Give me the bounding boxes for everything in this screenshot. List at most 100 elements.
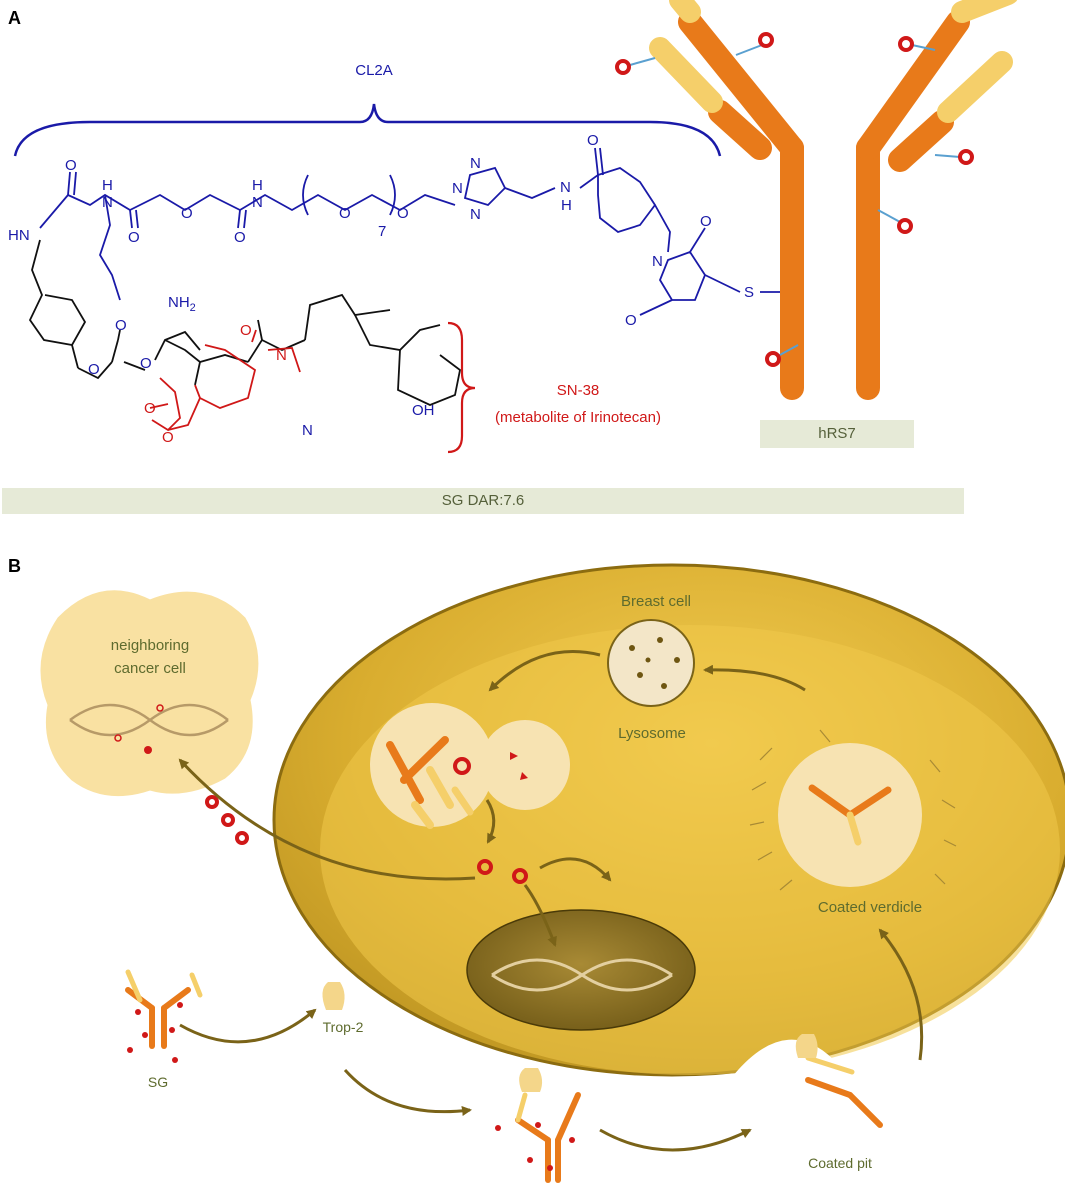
sn38-payload-icon <box>897 218 913 234</box>
atom-label: O <box>128 229 140 246</box>
sn38-bracket <box>447 321 476 454</box>
neighbor-cell-label-1: neighboring <box>111 637 189 654</box>
arrow <box>599 1128 752 1152</box>
endosome <box>370 703 494 827</box>
atom-label: O <box>162 429 174 446</box>
antibody-payloads <box>615 32 974 367</box>
panel-a: CL2A <box>8 0 1018 454</box>
vesicle-antibody-icon <box>808 784 892 846</box>
sg-antibody-icon <box>125 969 203 1049</box>
hrs7-label: hRS7 <box>760 420 914 448</box>
light-chain-variable <box>649 37 723 113</box>
sn38-payload-icon <box>453 757 471 775</box>
atom-label: O <box>144 400 156 417</box>
panel-b: neighboring cancer cell Breast cell Lyso… <box>40 563 1065 1183</box>
irinotecan-label: (metabolite of Irinotecan) <box>495 409 661 426</box>
atom-label: O <box>587 132 599 149</box>
pab-spacer-structure <box>28 239 461 406</box>
light-chain-variable <box>669 0 701 23</box>
atom-label: O <box>397 205 409 222</box>
sg-dar-bar: SG DAR:7.6 <box>2 488 964 514</box>
trop2-receptor-icon <box>519 1068 543 1092</box>
sn38-payload-icon <box>898 36 914 52</box>
coated-vesicle-label: Coated verdicle <box>818 899 922 916</box>
breast-cell-label: Breast cell <box>621 593 691 610</box>
vesicle-coat-strokes <box>749 729 957 891</box>
pathway-arrows <box>178 650 924 1152</box>
arrow <box>178 758 476 881</box>
bound-payloads <box>495 1122 575 1171</box>
sn38-payload-icon <box>205 795 219 809</box>
atom-label: N <box>302 422 313 439</box>
atom-label: O <box>339 205 351 222</box>
arrow <box>179 1008 317 1044</box>
atom-label: N <box>276 347 287 364</box>
atom-label: H <box>102 177 113 194</box>
cl2a-label: CL2A <box>355 62 393 79</box>
light-chain-constant <box>708 100 772 160</box>
sn38-payload-icon <box>765 351 781 367</box>
hrs7-antibody <box>649 0 1018 400</box>
degraded-antibody-icon <box>386 736 474 829</box>
lysosome-contents <box>629 637 680 689</box>
pit-antibody-icon <box>805 1055 883 1128</box>
atom-label: O <box>115 317 127 334</box>
sn38-payload-icon <box>958 149 974 165</box>
sn38-payload-icon <box>758 32 774 48</box>
heavy-chain-arm <box>856 10 970 160</box>
atom-label: O <box>625 312 637 329</box>
sn38-atom-labels-blue: N OH <box>302 402 435 439</box>
bound-antibody-icon <box>515 1092 581 1183</box>
sg-payloads <box>127 1002 183 1063</box>
cl2a-brace <box>13 103 722 157</box>
coated-pit-label: Coated pit <box>808 1155 872 1171</box>
light-chain-constant <box>888 110 954 172</box>
atom-label: O <box>88 361 100 378</box>
atom-label: NH2 <box>168 294 196 314</box>
panel-a-letter: A <box>8 8 21 28</box>
arrow <box>488 650 601 692</box>
atom-label: S <box>744 284 754 301</box>
atom-label: N <box>560 179 571 196</box>
arrow <box>343 1068 472 1116</box>
atom-label: O <box>240 322 252 339</box>
atom-label: O <box>65 157 77 174</box>
arrow <box>878 928 924 1061</box>
heavy-chain-arm <box>678 10 804 160</box>
trop2-receptor-icon <box>322 982 345 1010</box>
atom-label: N <box>102 194 113 211</box>
sn38-payload-icon <box>144 746 152 754</box>
arrow <box>523 884 557 947</box>
lysosome <box>607 619 695 707</box>
atom-label: OH <box>412 402 435 419</box>
sn38-atom-labels: O O O N <box>144 322 287 446</box>
cl2a-linker-structure <box>39 147 790 316</box>
neighbor-dna-icon <box>69 703 229 737</box>
atom-label: N <box>252 194 263 211</box>
atom-label: N <box>470 155 481 172</box>
linker-atom-labels: O H N O O H N O O 7 O N N N O N H O N O … <box>8 132 754 378</box>
atom-label: 7 <box>378 223 386 240</box>
sn38-payload-icon <box>235 831 249 845</box>
atom-label: H <box>561 197 572 214</box>
neighbor-cell-label-2: cancer cell <box>114 660 186 677</box>
sn38-payload-icon <box>114 734 122 742</box>
atom-label: O <box>700 213 712 230</box>
sn38-fragment-icon <box>510 752 528 780</box>
atom-label: N <box>452 180 463 197</box>
sn38-label: SN-38 <box>557 382 600 399</box>
sn38-payload-icon <box>221 813 235 827</box>
sn38-payload-icon <box>615 59 631 75</box>
sn38-payload-icon <box>156 704 164 712</box>
trop2-label: Trop-2 <box>323 1019 364 1035</box>
nucleus-dna-icon <box>491 958 673 992</box>
sg-label: SG <box>148 1074 168 1090</box>
atom-label: N <box>652 253 663 270</box>
panel-b-letter: B <box>8 556 21 576</box>
atom-label: HN <box>8 227 30 244</box>
atom-label: O <box>234 229 246 246</box>
arrow <box>539 857 612 882</box>
nucleus <box>466 909 696 1031</box>
light-chain-variable <box>951 0 1018 23</box>
